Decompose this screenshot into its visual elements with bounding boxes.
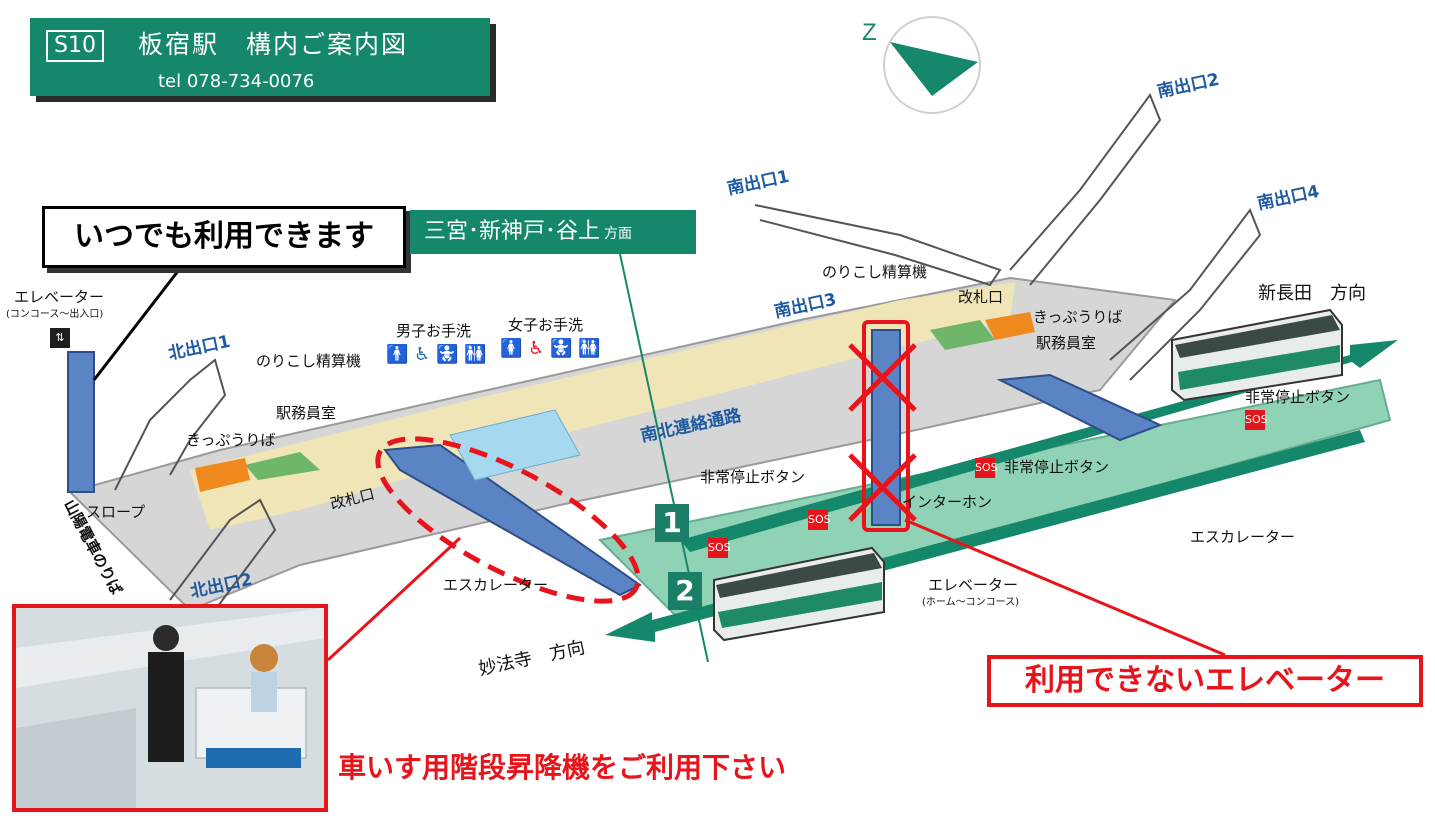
label-shin-nagata: 新長田 方向	[1258, 283, 1366, 304]
unavailable-elevator-frame	[862, 320, 910, 532]
stairs-north-1	[114, 358, 227, 491]
sos-button-icon: SOS	[808, 510, 831, 530]
office-area-left	[245, 452, 320, 480]
escalator-left	[383, 443, 642, 597]
office-area-right	[930, 320, 995, 350]
label-mens-toilet: 男子お手洗	[396, 322, 472, 340]
label-womens-toilet: 女子お手洗	[508, 316, 584, 334]
concourse-yellow-zone	[190, 282, 1015, 530]
wheelchair-lift-note: 車いす用階段昇降機をご利用下さい	[338, 751, 787, 784]
callout-line-lift	[326, 536, 462, 662]
label-ticket-left: きっぷうりば	[186, 431, 276, 449]
label-station-office-left: 駅務員室	[276, 404, 337, 422]
wheelchair-lift-highlight	[375, 436, 641, 604]
label-emergency-stop-left: 非常停止ボタン	[700, 468, 806, 486]
train-shin-nagata	[1171, 308, 1343, 402]
ticket-area-right	[985, 312, 1035, 340]
elevator-icon: ⇅	[50, 328, 70, 348]
direction-sannomiya-text: 三宮･新神戸･谷上	[424, 219, 601, 244]
label-ticket-right: きっぷうりば	[1033, 308, 1123, 326]
label-elevator-exit-sub: (コンコース～出入口)	[6, 309, 104, 320]
stairs-north-2	[169, 498, 277, 611]
wheelchair-lift-photo	[12, 604, 328, 812]
stairs-south-4	[1109, 207, 1262, 381]
label-elevator-exit: エレベーター	[14, 288, 105, 306]
sos-button-icon: SOS	[1245, 410, 1268, 430]
stairs-south-2	[1009, 92, 1162, 286]
label-fare-adjust-left: のりこし精算機	[256, 352, 362, 370]
compass-icon: Z	[862, 16, 981, 114]
station-tel: tel 078-734-0076	[158, 71, 315, 92]
label-emergency-stop-mid: 非常停止ボタン	[1004, 458, 1110, 476]
sos-button-icon: SOS	[708, 538, 731, 558]
label-intercom: インターホン	[902, 493, 993, 511]
label-station-office-right: 駅務員室	[1036, 334, 1097, 352]
ticket-area-left	[195, 458, 250, 492]
train-myohoji	[713, 546, 885, 642]
escalator-right	[996, 373, 1163, 442]
callout-line-always	[92, 261, 187, 381]
platform-number-2: 2	[668, 572, 702, 610]
platform-number-1: 1	[655, 504, 689, 542]
womens-toilet-icon: 🚺 ♿ 🚼 🚻	[500, 338, 601, 359]
label-slope: スロープ	[86, 503, 146, 521]
photo-illustration	[16, 608, 324, 808]
always-available-callout: いつでも利用できます	[42, 206, 406, 268]
sos-button-icon: SOS	[975, 458, 998, 478]
mens-toilet-icon: 🚹 ♿ 🚼 🚻	[386, 344, 487, 365]
label-escalator-right: エスカレーター	[1190, 528, 1296, 546]
svg-text:Z: Z	[862, 19, 877, 46]
station-code: S10	[46, 30, 104, 62]
station-header: S10 板宿駅 構内ご案内図 tel 078-734-0076	[30, 18, 490, 96]
cross-mark-icon	[848, 343, 917, 522]
label-emergency-stop-right: 非常停止ボタン	[1245, 388, 1351, 406]
direction-suffix: 方面	[604, 226, 633, 242]
toilet-area	[449, 409, 581, 481]
callout-line-elevator	[904, 518, 1226, 657]
label-gate-right: 改札口	[958, 288, 1004, 306]
label-escalator-left: エスカレーター	[443, 576, 549, 594]
label-elevator-platform: エレベーター	[928, 576, 1019, 594]
label-fare-adjust-right: のりこし精算機	[822, 263, 928, 281]
stairs-south-1	[754, 204, 1002, 287]
direction-sannomiya: 三宮･新神戸･谷上方面	[410, 210, 696, 254]
unavailable-elevator-callout: 利用できないエレベーター	[987, 655, 1423, 707]
label-elevator-platform-sub: (ホーム～コンコース)	[922, 597, 1020, 608]
elevator-concourse-exit	[67, 351, 95, 493]
station-title: 板宿駅 構内ご案内図	[138, 30, 409, 59]
